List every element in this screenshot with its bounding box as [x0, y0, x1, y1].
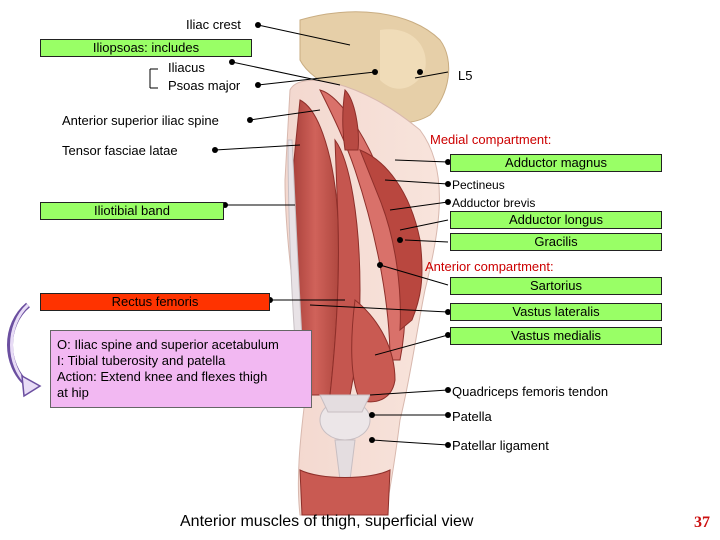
leader-lines [149, 24, 449, 446]
quadriceps-tendon-shape [319, 394, 371, 413]
info-insertion: I: Tibial tuberosity and patella [57, 353, 226, 368]
label-asis: Anterior superior iliac spine [62, 113, 219, 128]
label-sartorius: Sartorius [450, 277, 662, 295]
info-action-line1: Action: Extend knee and flexes thigh [57, 369, 268, 384]
label-adductor-magnus: Adductor magnus [450, 154, 662, 172]
adductor-muscles [359, 149, 423, 332]
lower-leg-muscle [299, 469, 391, 516]
slide-caption: Anterior muscles of thigh, superficial v… [180, 513, 474, 530]
label-iliac-crest: Iliac crest [186, 17, 241, 32]
label-patella: Patella [452, 409, 492, 424]
label-medial-compartment: Medial compartment: [430, 132, 552, 147]
label-vastus-lateralis: Vastus lateralis [450, 303, 662, 321]
info-action-line2: at hip [57, 385, 89, 400]
label-gracilis: Gracilis [450, 233, 662, 251]
label-pectineus: Pectineus [452, 178, 505, 192]
iliopsoas-muscle [342, 88, 359, 151]
label-patellar-ligament: Patellar ligament [452, 438, 549, 453]
label-rectus-femoris: Rectus femoris [40, 293, 270, 311]
label-quadriceps-tendon: Quadriceps femoris tendon [452, 384, 609, 399]
label-vastus-medialis: Vastus medialis [450, 327, 662, 345]
info-origin: O: Iliac spine and superior acetabulum [57, 337, 279, 352]
label-iliopsoas: Iliopsoas: includes [40, 39, 252, 57]
rectus-femoris-info-box: O: Iliac spine and superior acetabulum I… [50, 330, 312, 408]
page-number: 37 [694, 514, 710, 531]
label-iliotibial-band: Iliotibial band [40, 202, 224, 220]
sacrum-bone [380, 29, 426, 89]
label-adductor-brevis: Adductor brevis [452, 196, 536, 210]
vastus-medialis-muscle [351, 299, 396, 403]
label-anterior-compartment: Anterior compartment: [425, 259, 554, 274]
label-l5: L5 [458, 68, 473, 83]
label-psoas-major: Psoas major [168, 78, 241, 93]
label-iliacus: Iliacus [168, 60, 205, 75]
label-adductor-longus: Adductor longus [450, 211, 662, 229]
label-tfl: Tensor fasciae latae [62, 143, 178, 158]
